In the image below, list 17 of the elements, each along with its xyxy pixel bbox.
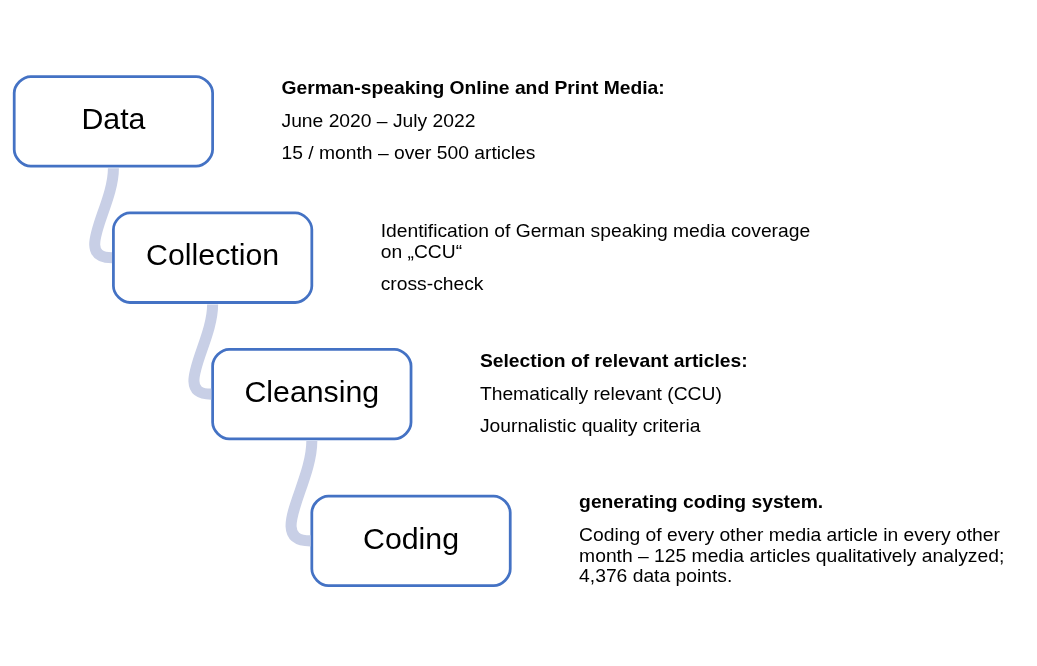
node-label: Selection of relevant articles: — [479, 349, 748, 371]
node-box: Collection — [112, 211, 314, 304]
node-label: Journalistic quality criteria — [479, 414, 701, 436]
node-label: June 2020 – July 2022 — [281, 109, 476, 131]
connector — [285, 440, 318, 546]
node-label: generating coding system. — [579, 490, 824, 512]
connector — [89, 167, 119, 263]
node-label: Identification of German speaking media coverage on „CCU“ — [380, 219, 811, 262]
node-label: German-speaking Online and Print Media: — [281, 76, 665, 98]
node-box: Cleansing — [211, 347, 413, 440]
node-label: cross-check — [380, 272, 484, 294]
connector — [188, 303, 219, 400]
node-label: Coding of every other media article in every other month – 125 media articles qualitatively analyzed; 4,376 data points. — [579, 523, 1005, 586]
node-label: 15 / month – over 500 articles — [281, 141, 536, 163]
node-box: Coding — [310, 494, 512, 587]
node-box: Data — [12, 74, 214, 167]
node-label: Thematically relevant (CCU) — [479, 382, 722, 404]
